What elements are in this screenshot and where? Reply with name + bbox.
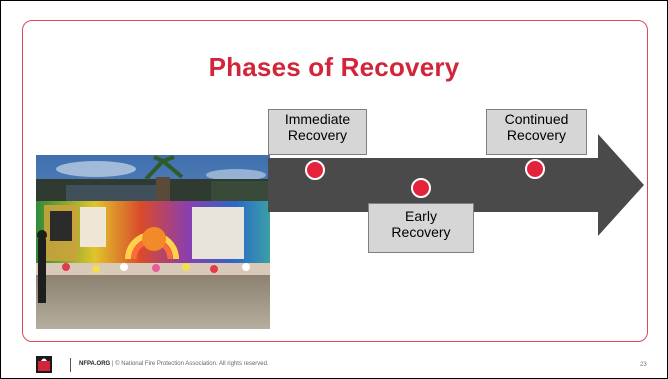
page-number: 23 bbox=[640, 362, 647, 368]
memorial-photo bbox=[36, 155, 270, 329]
footer-separator: | bbox=[110, 361, 116, 367]
nfpa-logo-icon bbox=[36, 356, 52, 373]
timeline-marker-icon bbox=[525, 159, 545, 179]
slide-title: Phases of Recovery bbox=[208, 52, 460, 82]
footer-text: NFPA.ORG | © National Fire Protection As… bbox=[79, 361, 269, 367]
timeline-marker-icon bbox=[411, 178, 431, 198]
phase-early-recovery-box: Early Recovery bbox=[368, 203, 474, 253]
phase-label-line2: Recovery bbox=[391, 224, 451, 240]
phase-immediate-recovery-box: Immediate Recovery bbox=[268, 109, 367, 155]
timeline-arrow bbox=[268, 134, 644, 236]
phase-label-line2: Recovery bbox=[287, 127, 348, 143]
phase-continued-recovery-box: Continued Recovery bbox=[486, 109, 587, 155]
timeline-marker-icon bbox=[305, 160, 325, 180]
phase-label-line1: Continued bbox=[504, 111, 569, 127]
phase-label-line1: Early bbox=[405, 208, 437, 224]
phase-label-line2: Recovery bbox=[506, 127, 567, 143]
slide-footer: NFPA.ORG | © National Fire Protection As… bbox=[0, 355, 668, 377]
phase-label-line1: Immediate bbox=[284, 111, 351, 127]
footer-org-link[interactable]: NFPA.ORG bbox=[79, 361, 111, 367]
footer-copyright: © National Fire Protection Association. … bbox=[115, 361, 269, 367]
footer-divider bbox=[70, 358, 71, 372]
